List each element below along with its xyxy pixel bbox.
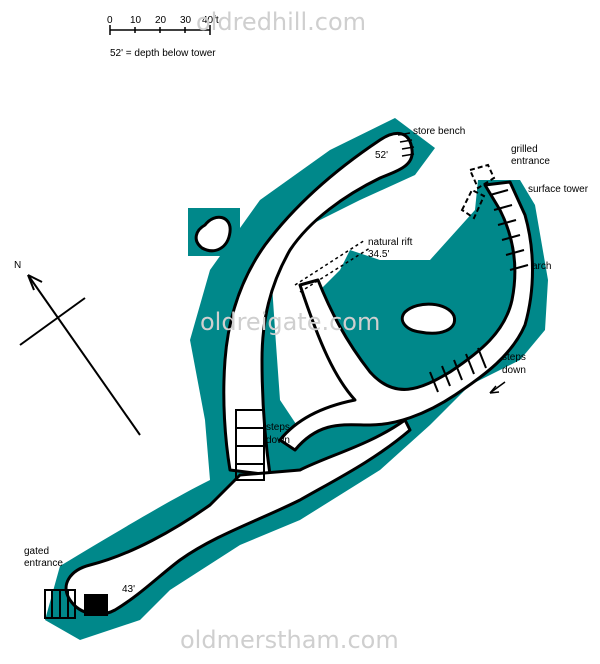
watermark-top: oldredhill.com	[196, 8, 366, 36]
label-depth-43: 43'	[122, 584, 135, 595]
scale-tick-40: 40ft.	[202, 15, 221, 26]
direction-arrow	[489, 381, 506, 394]
label-surface-tower: surface tower	[528, 184, 589, 195]
label-gated: gated	[24, 546, 49, 557]
label-natural-rift: natural rift	[368, 237, 413, 248]
label-arch: arch	[532, 261, 551, 272]
passages	[64, 131, 534, 616]
scale-tick-10: 10	[130, 15, 142, 26]
scale-tick-30: 30	[180, 15, 192, 26]
gated-entrance-steps	[44, 589, 108, 619]
label-down-left: down	[266, 435, 290, 446]
watermark-middle: oldreigate.com	[200, 308, 380, 336]
natural-rift	[294, 239, 371, 293]
label-depth-52: 52'	[375, 150, 388, 161]
label-grilled: grilled	[511, 144, 538, 155]
scale-tick-20: 20	[155, 15, 167, 26]
north-label: N	[14, 260, 21, 271]
scale-bar	[109, 25, 211, 35]
label-steps-left: steps	[266, 422, 290, 433]
surface-tower	[460, 163, 496, 220]
label-store-bench: store bench	[413, 126, 465, 137]
steps-right	[429, 347, 487, 393]
surface-tower-steps	[489, 189, 529, 271]
north-arrow	[19, 274, 141, 436]
label-steps-right: steps	[502, 352, 526, 363]
label-entrance-bottom: entrance	[24, 558, 63, 569]
label-depth-345: 34.5'	[368, 249, 389, 260]
store-bench	[397, 132, 415, 157]
watermark-bottom: oldmerstham.com	[180, 626, 399, 654]
scale-tick-0: 0	[107, 15, 113, 26]
label-entrance-top: entrance	[511, 156, 550, 167]
label-down-right: down	[502, 365, 526, 376]
steps-upper	[235, 409, 265, 481]
scale-legend: 52' = depth below tower	[110, 48, 216, 59]
